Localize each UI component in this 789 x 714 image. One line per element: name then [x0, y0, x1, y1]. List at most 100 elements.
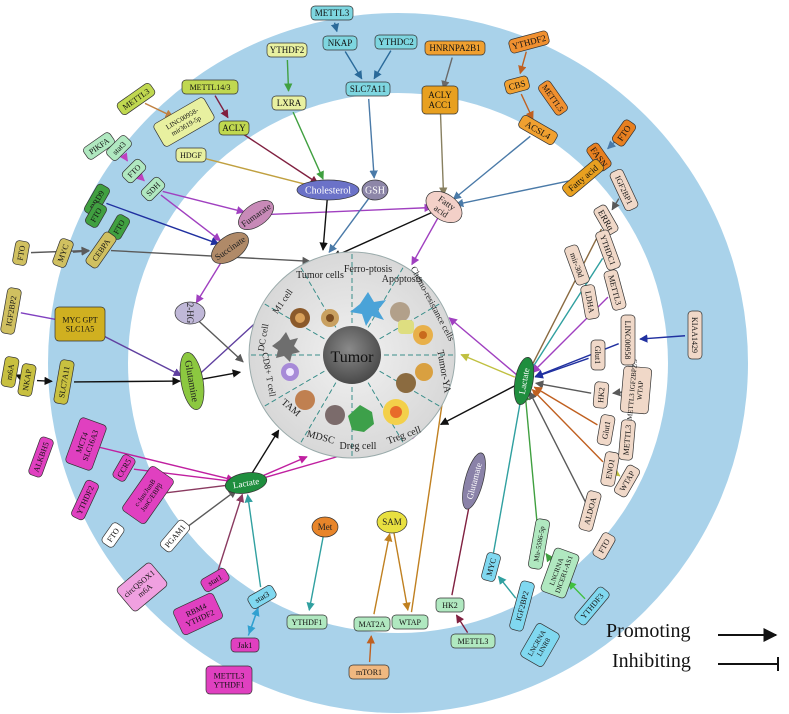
node-shape — [310, 5, 354, 21]
node-glut1-r: Glut1 — [590, 339, 606, 371]
arrow-pgam1-to-lactate-left — [182, 489, 238, 531]
arrow-lactate-right-to-treg-c — [439, 385, 516, 426]
node-shape — [564, 244, 590, 286]
node-shape — [85, 202, 107, 228]
node-shape — [200, 568, 230, 592]
node-shape — [590, 339, 606, 371]
node-sdh: SDH — [140, 176, 166, 202]
arrow-slc7a11-top-to-gsh — [367, 98, 378, 179]
node-label: NKAP — [328, 38, 353, 48]
node-label: Glut1 — [600, 420, 612, 440]
node-shape — [54, 306, 106, 342]
node-glutamine: Glutamine — [179, 352, 205, 410]
node-ccr5: CCR5 — [112, 454, 136, 482]
node-shape — [687, 310, 703, 360]
arrow-succinate-to-two-hg — [195, 256, 226, 304]
node-label: METTL3 — [214, 671, 245, 680]
node-label: GSH — [365, 186, 385, 197]
node-shape — [513, 356, 535, 406]
node-ythdf2-top: YTHDF2 — [508, 30, 550, 54]
node-shape — [504, 75, 530, 95]
cell-icons — [272, 292, 433, 432]
node-fto-l2: FTO — [85, 202, 107, 228]
node-shape — [122, 466, 174, 524]
cell-label-tumor: Tumor cells — [296, 270, 344, 281]
node-hk2-b: HK2 — [435, 597, 465, 613]
legend-glyphs — [718, 628, 779, 671]
arrow-two-hg-to-cd8-c — [196, 319, 244, 363]
node-mettl3-rt: METTL3 — [603, 269, 627, 311]
arrow-hnrnpa2b1-to-acly-acc1 — [441, 57, 453, 90]
arrow-acsl4-to-fatty-acid-mid — [452, 135, 531, 200]
node-gsh: GSH — [361, 179, 389, 201]
arrow-glutamine-to-cd8-c — [201, 369, 242, 380]
node-label: YTHDF1 — [292, 618, 323, 627]
node-label: METTL14/3 — [190, 83, 231, 92]
node-shape — [121, 158, 147, 184]
node-shape — [424, 40, 486, 56]
node-shape — [12, 240, 30, 266]
arrow-hk2-r-to-lactate-right — [534, 380, 592, 394]
node-shape — [562, 159, 604, 197]
node-mtor1: mTOR1 — [348, 664, 390, 680]
arrow-sdh-to-fumarate — [162, 190, 246, 215]
arrow-fatty-acid-ring-to-fatty-acid-mid — [454, 179, 574, 208]
node-myc-b: MYC — [481, 552, 501, 582]
node-shape — [175, 147, 207, 163]
node-ldha: LDHA — [580, 284, 600, 320]
arrow-lactate-right-to-ya-c — [460, 353, 516, 378]
node-cholesterol: Cholesterol — [296, 179, 360, 201]
node-label: HK2 — [596, 387, 606, 403]
cell-label-ferroptosis: Ferro-ptosis — [344, 264, 392, 275]
node-shape — [353, 616, 391, 632]
node-mettl3-r: METTL3 — [618, 419, 636, 461]
node-label: Lactate — [232, 476, 260, 490]
node-shape — [28, 436, 54, 478]
node-shape — [540, 547, 580, 599]
arrow-mettl14-3-to-acly — [214, 95, 229, 119]
node-shape — [592, 381, 610, 409]
arrow-myc-b-to-lactate-right — [492, 391, 525, 558]
node-mettl3-b: METTL3 — [450, 633, 496, 649]
arrow-mettl3-top-to-nkap-top — [330, 22, 340, 33]
node-mir30d: mir-30d — [564, 244, 590, 286]
node-shape — [0, 287, 22, 335]
node-sam: SAM — [376, 510, 408, 534]
node-stat3-b: stat3 — [247, 585, 277, 609]
arrow-fatty-acid-mid-to-tumor-c — [332, 210, 436, 258]
node-shape — [435, 597, 465, 613]
node-label: mTOR1 — [356, 668, 382, 677]
arrow-ythdf2-lxra-to-lxra — [284, 59, 293, 92]
node-shape — [614, 464, 640, 498]
node-shape — [322, 35, 358, 51]
arrow-lactate-left-to-tam-c — [250, 429, 280, 475]
node-shape — [211, 232, 249, 264]
node-label: ENO1 — [604, 458, 616, 480]
arrow-myc-l-to-cebpa — [72, 247, 90, 256]
arrow-hk2-b-to-glutamate — [451, 491, 475, 596]
node-ythdc2: YTHDC2 — [374, 34, 418, 50]
arrow-stat3-b-to-lactate-left — [244, 494, 262, 588]
node-two-hg: 2-HG — [174, 301, 206, 325]
node-fto-bl: FTO — [101, 522, 125, 548]
node-label: ACLY — [428, 90, 452, 100]
node-label: METTL3 — [458, 637, 489, 646]
node-shape — [266, 42, 308, 58]
arrow-kiaa1429-to-linc00958 — [639, 334, 686, 343]
node-lxra: LXRA — [271, 95, 307, 111]
node-ythdf2-lxra: YTHDF2 — [266, 42, 308, 58]
arrow-ythdc2-to-slc7a11-top — [373, 50, 392, 80]
arrow-mir5586-to-lactate-right — [521, 392, 539, 535]
node-eno1: ENO1 — [600, 451, 620, 487]
arrow-sdh-to-succinate — [160, 194, 222, 242]
node-shape — [174, 301, 206, 325]
node-stat3-l: stat3 — [106, 135, 132, 161]
node-shape — [580, 284, 600, 320]
node-shape — [620, 365, 652, 415]
node-label: WTAP — [636, 380, 646, 400]
node-shape — [106, 135, 132, 161]
